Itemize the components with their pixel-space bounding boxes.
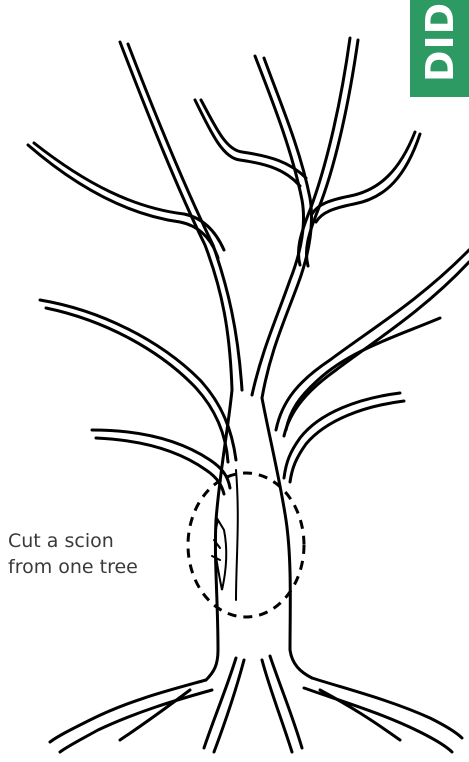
root-left-outer [50, 680, 206, 742]
callout-line-1: Cut a scion [8, 528, 138, 554]
branch-right-low-inner [290, 401, 404, 482]
branch-left-long [40, 300, 236, 460]
scion-callout: Cut a scion from one tree [8, 528, 138, 580]
scion-cut-icon [212, 520, 226, 590]
root-right-mid [320, 690, 400, 740]
tree-branches [28, 38, 469, 680]
tree-roots [50, 656, 462, 752]
branch-left-lower [28, 145, 218, 258]
badge-label: DID Y [421, 0, 459, 82]
branch-right-long-inner [284, 262, 469, 436]
dashed-oval-icon [188, 473, 304, 617]
branch-left-lower-inner [34, 143, 224, 250]
branch-right-top-inner [306, 40, 358, 266]
branch-right-twig-inner [316, 134, 420, 222]
branch-right-long [276, 250, 469, 430]
branch-tall-left [120, 42, 232, 390]
root-right-outer [312, 678, 462, 738]
callout-line-2: from one tree [8, 554, 138, 580]
branch-left-low-inner [96, 438, 224, 494]
trunk-left-side [206, 390, 232, 680]
trunk-split-line [236, 470, 238, 600]
branch-center-tall [252, 56, 304, 395]
branch-left-long-inner [46, 308, 228, 462]
did-you-know-badge: DID Y [410, 0, 469, 97]
branch-right-top [298, 38, 350, 265]
